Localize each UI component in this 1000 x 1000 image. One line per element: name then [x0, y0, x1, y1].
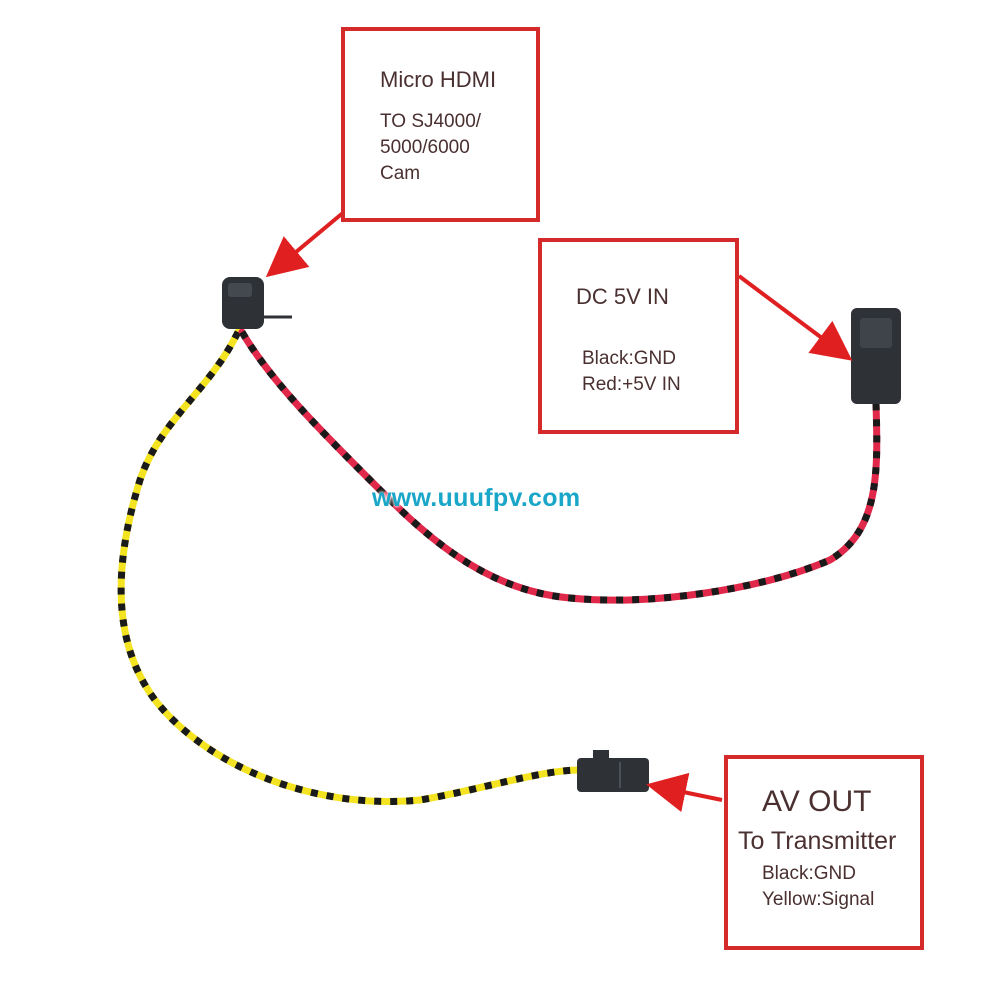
dc-5v-in-title: DC 5V IN — [576, 284, 669, 309]
av-out-line: Black:GND — [762, 863, 856, 884]
av-arrow — [646, 772, 723, 813]
dc-arrow — [737, 274, 853, 361]
hdmi-arrow — [265, 210, 346, 278]
av-connector — [577, 750, 649, 792]
power-wire — [238, 328, 881, 604]
micro-hdmi-title: Micro HDMI — [380, 67, 497, 92]
av-out-title: AV OUT — [762, 785, 872, 818]
micro-hdmi-line: Cam — [380, 163, 421, 184]
dc-5v-in-label: DC 5V IN Black:GND Red:+5V IN — [538, 238, 739, 434]
dc-5v-in-line: Black:GND — [582, 348, 676, 369]
dc-5v-in-line: Red:+5V IN — [582, 374, 681, 395]
av-out-line: Yellow:Signal — [762, 889, 875, 910]
micro-hdmi-connector — [222, 277, 292, 329]
micro-hdmi-label: Micro HDMI TO SJ4000/ 5000/6000 Cam — [341, 27, 540, 222]
micro-hdmi-line: TO SJ4000/ — [380, 111, 482, 132]
av-out-label: AV OUT To Transmitter Black:GND Yellow:S… — [724, 755, 924, 950]
av-wire — [117, 328, 584, 806]
av-out-subtitle: To Transmitter — [738, 827, 897, 855]
micro-hdmi-line: 5000/6000 — [380, 137, 470, 158]
watermark: www.uuufpv.com — [372, 484, 581, 512]
dc-connector — [851, 308, 901, 404]
